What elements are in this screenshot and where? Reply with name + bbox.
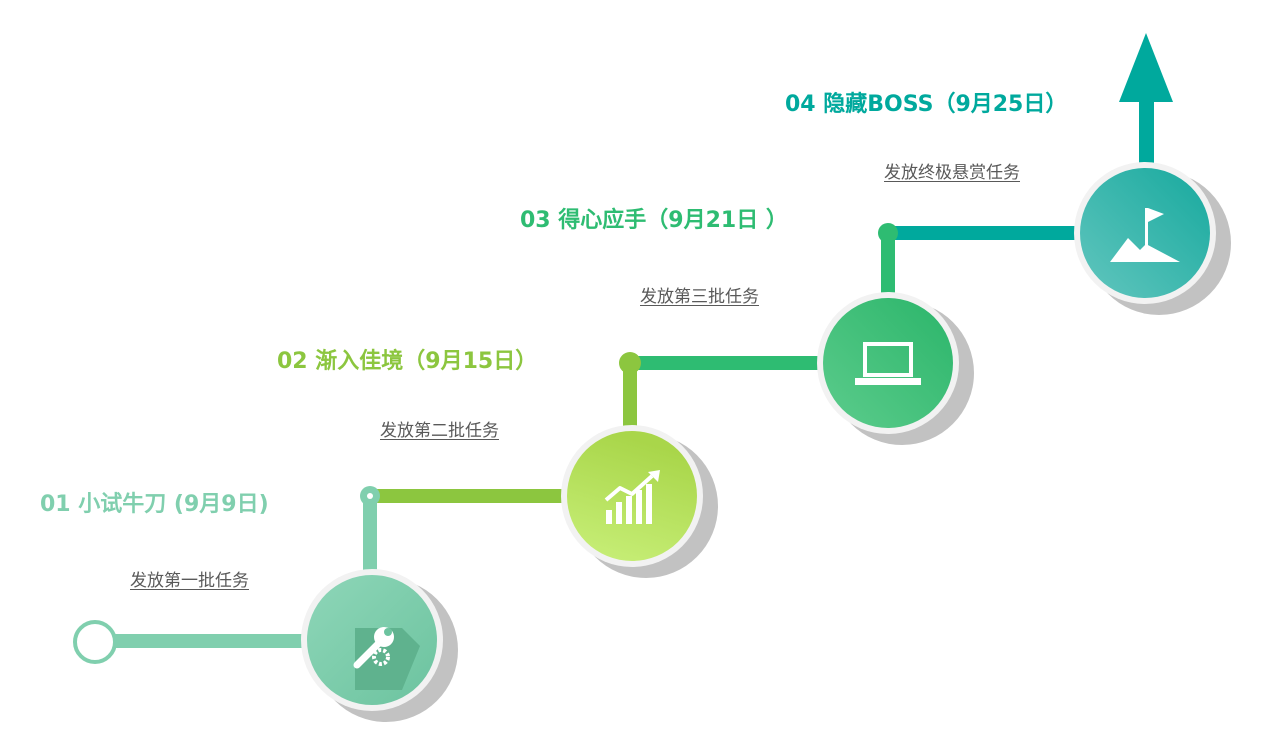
stage-2-disc	[561, 425, 718, 578]
connector-stage-1	[73, 620, 323, 664]
stage-4-title: 04 隐藏BOSS（9月25日）	[785, 92, 1068, 117]
stage-3-disc	[817, 292, 974, 445]
mountain-flag-icon	[1110, 208, 1180, 262]
connector-node	[619, 352, 641, 374]
connector-horizontal	[630, 356, 835, 370]
arrow-shaft	[1139, 98, 1154, 168]
connector-horizontal	[370, 489, 585, 503]
laptop-icon	[855, 342, 921, 385]
stage-4-disc	[1074, 162, 1231, 315]
disc-face	[823, 298, 953, 428]
stage-3-title: 03 得心应手（9月21日 ）	[520, 208, 788, 233]
stage-2-title: 02 渐入佳境（9月15日）	[277, 349, 538, 374]
stage-1-title: 01 小试牛刀 (9月9日)	[40, 492, 269, 517]
arrow-head-icon	[1119, 33, 1173, 102]
arrow-up	[1119, 33, 1173, 168]
connector-line	[113, 634, 323, 648]
connector-node-center	[367, 493, 373, 499]
stage-3-description: 发放第三批任务	[640, 287, 759, 307]
stage-1-disc	[301, 569, 458, 722]
wrench-gear-icon	[353, 627, 420, 690]
growth-chart-icon	[604, 470, 660, 524]
stage-2-description: 发放第二批任务	[380, 421, 499, 441]
connector-horizontal	[888, 226, 1093, 240]
stage-4-description: 发放终极悬赏任务	[884, 163, 1020, 183]
connector-node	[878, 223, 898, 243]
start-node	[73, 620, 117, 664]
stage-1-description: 发放第一批任务	[130, 571, 249, 591]
